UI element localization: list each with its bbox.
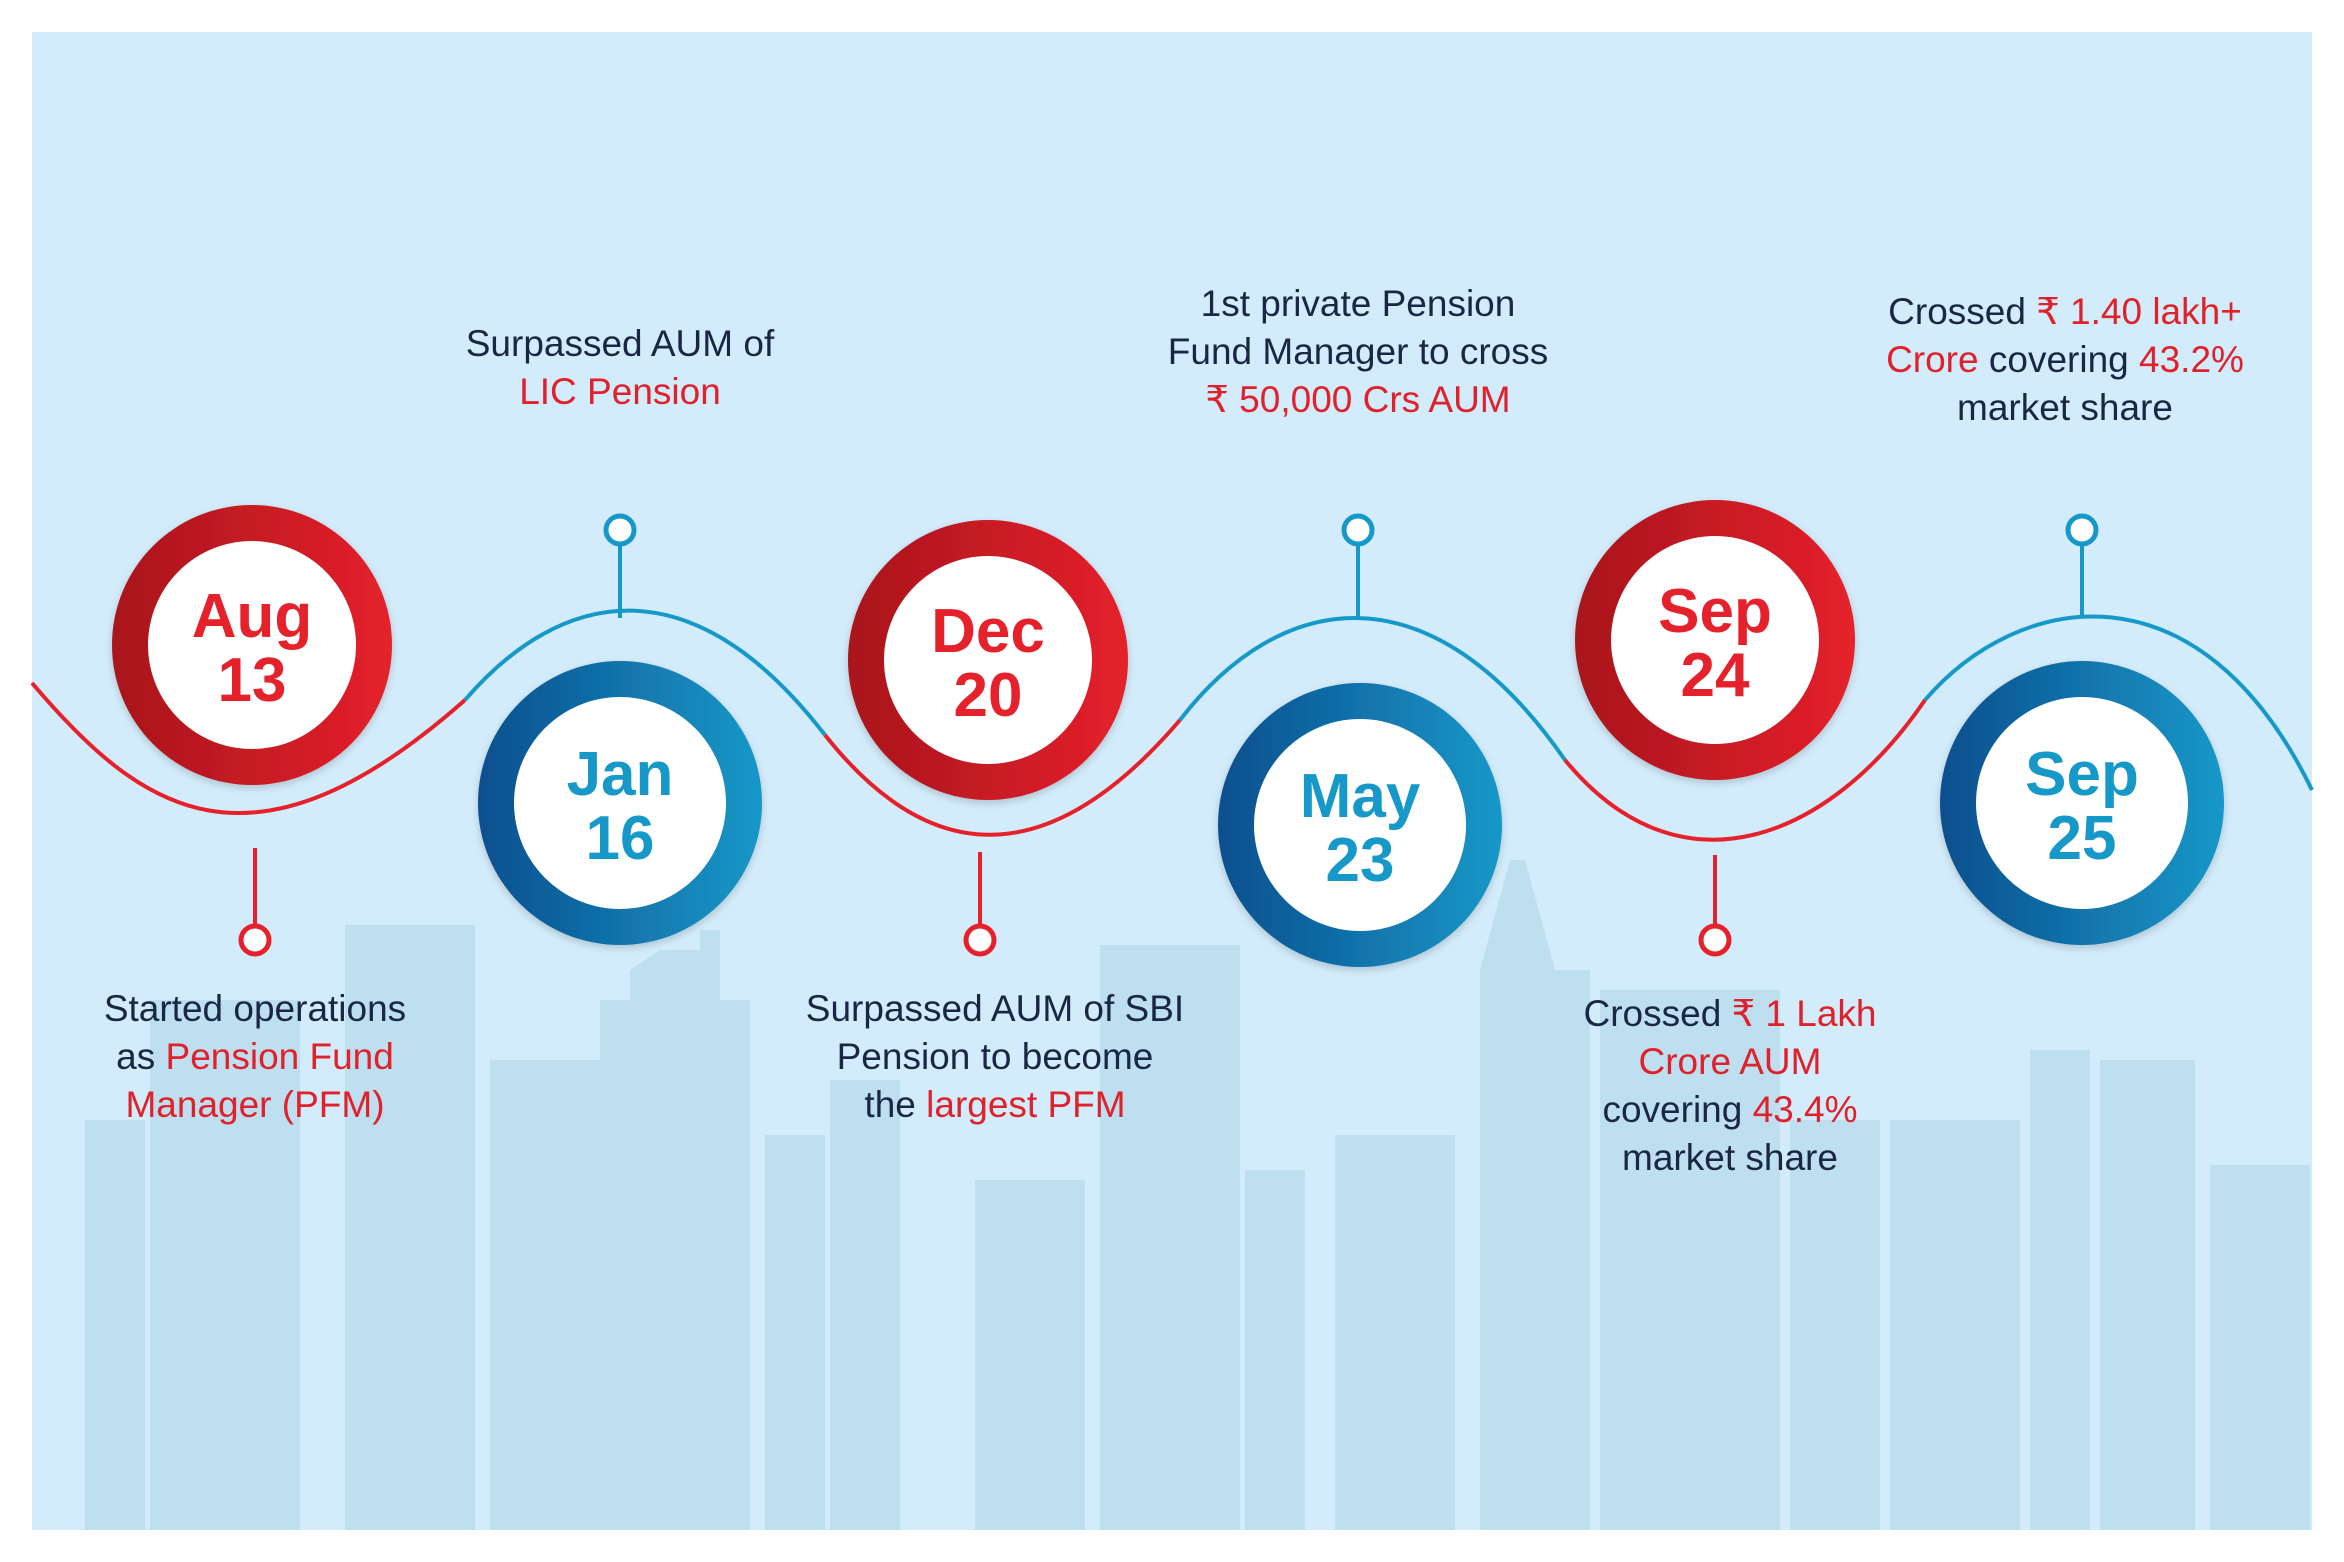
description-text: Crossed — [1583, 993, 1732, 1034]
highlight-text: ₹ 1 Lakh — [1731, 993, 1877, 1034]
description-text: Crossed — [1888, 291, 2037, 332]
description-text: Surpassed AUM of — [465, 323, 775, 364]
badge-month-sep-25: Sep — [2025, 740, 2139, 809]
badge-inner-sep-24 — [1611, 536, 1819, 744]
highlight-text: ₹ 1.40 lakh+ — [2036, 291, 2242, 332]
badge-month-dec-20: Dec — [931, 597, 1045, 666]
milestone-description-dec-20: Surpassed AUM of SBI Pension to become the… — [785, 985, 1205, 1129]
highlight-text: Pension Fund — [165, 1036, 394, 1077]
highlight-text: largest PFM — [926, 1084, 1126, 1125]
description-text: covering — [1602, 1089, 1753, 1130]
timeline-connectors — [238, 513, 2099, 957]
badge-year-sep-24: 24 — [1681, 641, 1750, 710]
badge-year-aug-13: 13 — [218, 646, 287, 715]
highlight-text: 43.2% — [2139, 339, 2244, 380]
badge-inner-dec-20 — [884, 556, 1092, 764]
description-text: covering — [1978, 339, 2140, 380]
description-text: market share — [1622, 1137, 1838, 1178]
highlight-text: ₹ 50,000 Crs AUM — [1205, 379, 1511, 420]
badge-year-dec-20: 20 — [954, 661, 1023, 730]
highlight-text: LIC Pension — [519, 371, 721, 412]
connector-node-jan-16 — [603, 513, 637, 547]
timeline-wave-line — [30, 608, 2314, 842]
connector-node-aug-13 — [238, 923, 272, 957]
badge-year-jan-16: 16 — [586, 804, 655, 873]
badge-inner-may-23 — [1254, 719, 1466, 931]
wave-segment-4 — [1178, 616, 1567, 762]
wave-segment-2 — [463, 608, 827, 737]
description-text: market share — [1957, 387, 2173, 428]
highlight-text: 43.4% — [1752, 1089, 1858, 1130]
description-text: Pension to become — [836, 1036, 1154, 1077]
description-text: Fund Manager to cross — [1167, 331, 1549, 372]
badge-year-sep-25: 25 — [2048, 804, 2117, 873]
badge-month-may-23: May — [1300, 762, 1421, 831]
milestone-description-sep-25: Crossed ₹ 1.40 lakh+ Crore covering 43.2%… — [1855, 288, 2275, 432]
badge-year-may-23: 23 — [1326, 826, 1395, 895]
badge-inner-jan-16 — [514, 697, 726, 909]
description-text: Surpassed AUM of SBI — [805, 988, 1185, 1029]
badge-inner-sep-25 — [1976, 697, 2188, 909]
wave-segment-6 — [1923, 614, 2314, 791]
badge-month-aug-13: Aug — [192, 582, 313, 651]
connector-node-sep-24 — [1698, 923, 1732, 957]
badge-month-jan-16: Jan — [567, 740, 674, 809]
badge-inner-aug-13 — [148, 541, 356, 749]
connector-node-sep-25 — [2065, 513, 2099, 547]
description-text: the — [864, 1084, 927, 1125]
description-text: 1st private Pension — [1200, 283, 1516, 324]
highlight-text: Crore — [1886, 339, 1979, 380]
highlight-text: Crore AUM — [1638, 1041, 1822, 1082]
wave-segment-5 — [1563, 698, 1927, 842]
description-text: as — [116, 1036, 166, 1077]
wave-segment-3 — [823, 718, 1182, 837]
connector-node-may-23 — [1341, 513, 1375, 547]
connector-node-dec-20 — [963, 923, 997, 957]
city-skyline — [85, 860, 2310, 1530]
milestone-description-jan-16: Surpassed AUM of LIC Pension — [410, 320, 830, 416]
badge-month-sep-24: Sep — [1658, 577, 1772, 646]
highlight-text: Manager (PFM) — [125, 1084, 385, 1125]
description-text: Started operations — [103, 988, 407, 1029]
wave-segment-1 — [30, 681, 467, 815]
